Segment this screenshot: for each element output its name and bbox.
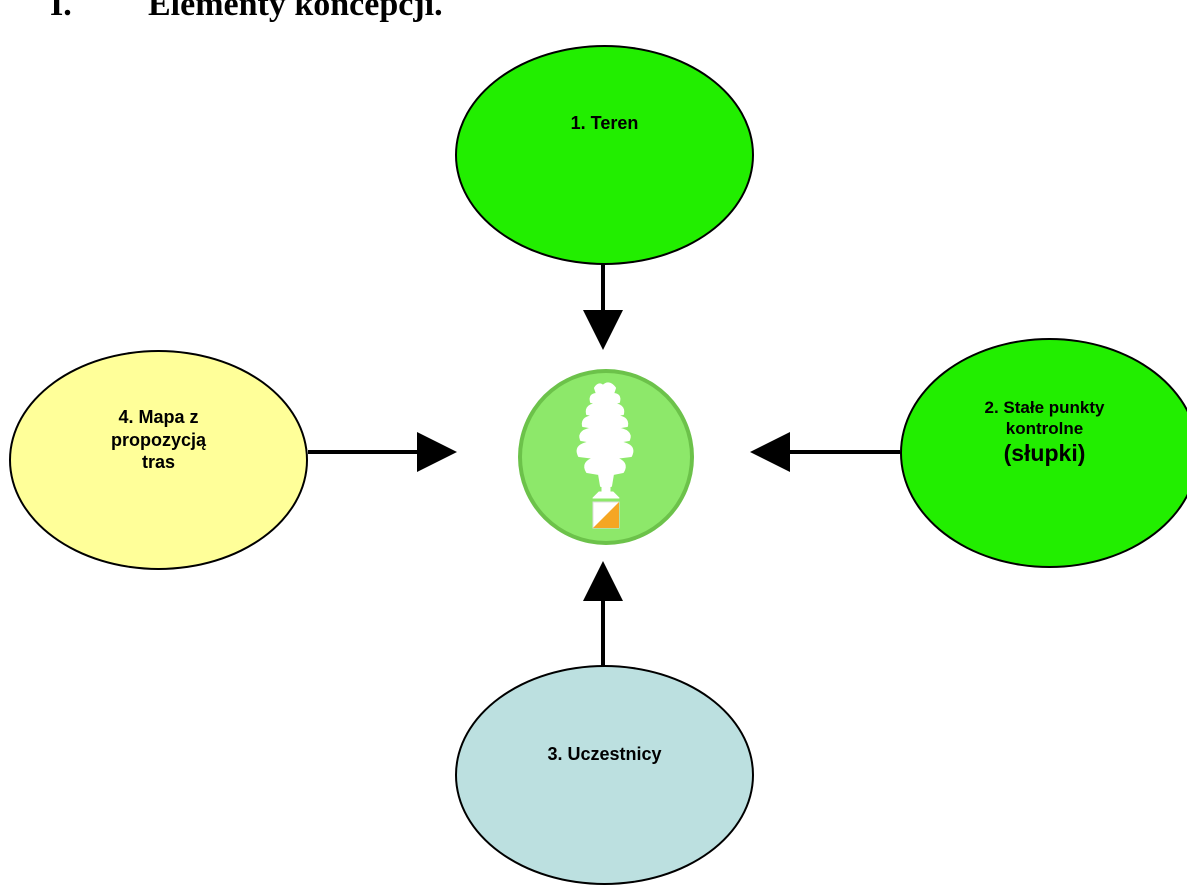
node-teren-label: 1. Teren [570, 112, 639, 133]
node-slupki-label: 2. Stałe punkty kontrolne (słupki) [985, 397, 1105, 469]
logo-orienteering-flag-icon [592, 501, 620, 529]
node-slupki-line1: 2. Stałe punkty [984, 397, 1105, 417]
node-uczestnicy-label: 3. Uczestnicy [547, 743, 662, 764]
logo-tree-icon [576, 382, 634, 499]
page-heading: I. Elementy koncepcji. [0, 0, 700, 36]
heading-number: I. [50, 0, 72, 23]
node-mapa-label: 4. Mapa z propozycją tras [111, 406, 206, 474]
node-slupki-line2: kontrolne [1005, 419, 1084, 439]
heading-title: Elementy koncepcji. [148, 0, 443, 23]
node-mapa-line2: propozycją [110, 429, 207, 450]
node-teren: 1. Teren [455, 45, 754, 265]
node-mapa: 4. Mapa z propozycją tras [9, 350, 308, 570]
node-slupki-line3: (słupki) [1003, 440, 1086, 467]
node-uczestnicy: 3. Uczestnicy [455, 665, 754, 885]
node-mapa-line1: 4. Mapa z [118, 407, 199, 428]
logo-tree-roots [592, 491, 620, 499]
tree-orienteering-logo-icon [518, 369, 694, 545]
node-slupki: 2. Stałe punkty kontrolne (słupki) [900, 338, 1187, 568]
node-mapa-line3: tras [141, 452, 176, 473]
